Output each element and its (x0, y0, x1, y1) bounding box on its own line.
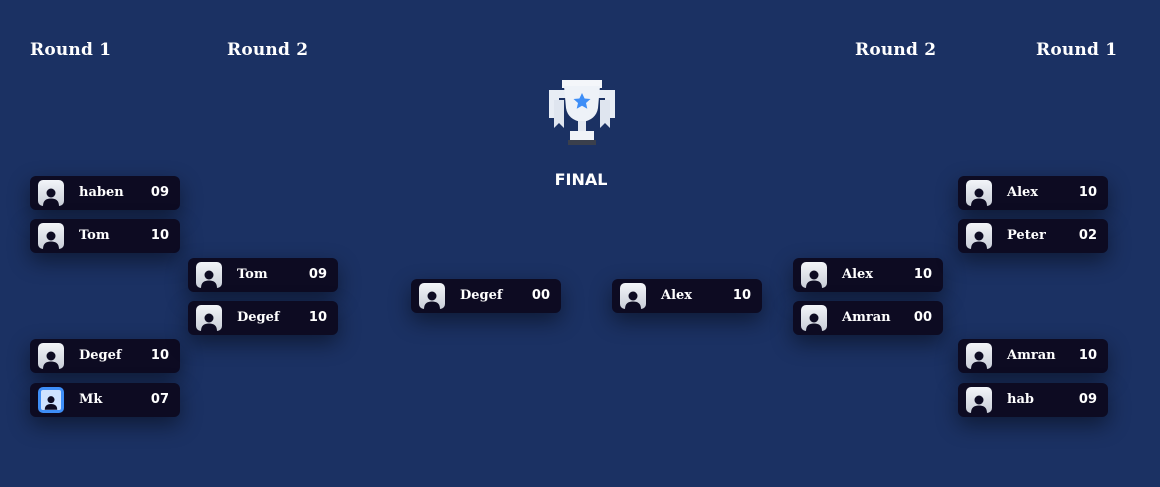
player-name: Peter (1007, 228, 1046, 243)
player-score: 09 (1078, 392, 1097, 407)
player-score: 10 (1078, 185, 1097, 200)
player-card[interactable]: Peter 02 (958, 219, 1108, 253)
player-name: Mk (79, 392, 103, 407)
player-card[interactable]: hab 09 (958, 383, 1108, 417)
user-avatar-icon (966, 223, 992, 249)
player-score: 10 (150, 348, 169, 363)
user-avatar-icon (620, 283, 646, 309)
player-card[interactable]: haben 09 (30, 176, 180, 210)
user-avatar-icon (38, 387, 64, 413)
player-name: Amran (842, 310, 891, 325)
player-name: Amran (1007, 348, 1056, 363)
player-name: Alex (661, 288, 693, 303)
user-avatar-icon (966, 387, 992, 413)
player-score: 10 (1078, 348, 1097, 363)
left-round1-title: Round 1 (30, 40, 112, 60)
player-card[interactable]: Degef 10 (188, 301, 338, 335)
player-score: 10 (308, 310, 327, 325)
player-score: 00 (913, 310, 932, 325)
finalist-card-right[interactable]: Alex 10 (612, 279, 762, 313)
player-name: hab (1007, 392, 1034, 407)
user-avatar-icon (196, 305, 222, 331)
player-name: Tom (237, 267, 268, 282)
player-score: 10 (732, 288, 751, 303)
final-label: FINAL (554, 170, 608, 189)
player-card[interactable]: Amran 10 (958, 339, 1108, 373)
player-score: 09 (150, 185, 169, 200)
player-score: 09 (308, 267, 327, 282)
player-card[interactable]: Amran 00 (793, 301, 943, 335)
player-score: 10 (150, 228, 169, 243)
player-name: Alex (1007, 185, 1039, 200)
user-avatar-icon (801, 262, 827, 288)
player-card[interactable]: Alex 10 (958, 176, 1108, 210)
user-avatar-icon (966, 343, 992, 369)
user-avatar-icon (801, 305, 827, 331)
right-round1-title: Round 1 (1036, 40, 1118, 60)
finalist-card-left[interactable]: Degef 00 (411, 279, 561, 313)
player-card[interactable]: Alex 10 (793, 258, 943, 292)
player-name: Alex (842, 267, 874, 282)
player-score: 02 (1078, 228, 1097, 243)
player-score: 00 (531, 288, 550, 303)
player-card-selected[interactable]: Mk 07 (30, 383, 180, 417)
player-name: Degef (79, 348, 122, 363)
user-avatar-icon (38, 223, 64, 249)
user-avatar-icon (196, 262, 222, 288)
player-score: 07 (150, 392, 169, 407)
player-card[interactable]: Tom 10 (30, 219, 180, 253)
player-name: Degef (237, 310, 280, 325)
left-round2-title: Round 2 (227, 40, 309, 60)
player-name: Tom (79, 228, 110, 243)
trophy-icon (546, 76, 618, 150)
user-avatar-icon (38, 343, 64, 369)
right-round2-title: Round 2 (855, 40, 937, 60)
user-avatar-icon (419, 283, 445, 309)
player-card[interactable]: Tom 09 (188, 258, 338, 292)
player-name: haben (79, 185, 124, 200)
player-card[interactable]: Degef 10 (30, 339, 180, 373)
user-avatar-icon (38, 180, 64, 206)
player-score: 10 (913, 267, 932, 282)
user-avatar-icon (966, 180, 992, 206)
player-name: Degef (460, 288, 503, 303)
